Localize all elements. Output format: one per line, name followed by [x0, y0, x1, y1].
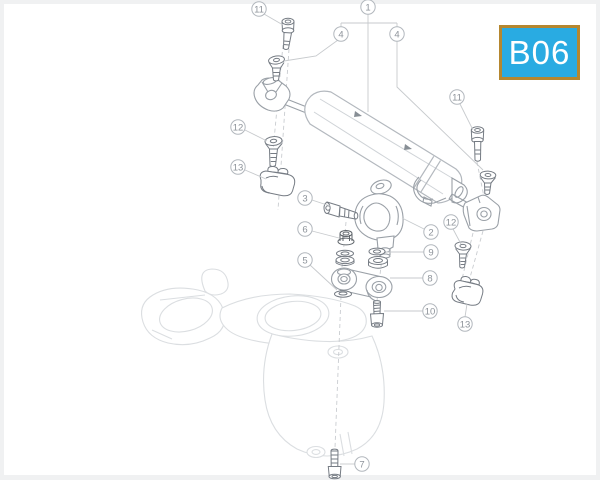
screw-12-right	[454, 241, 472, 269]
callout-4[interactable]: 4	[333, 26, 349, 42]
pinch-clamp	[354, 179, 404, 259]
svg-text:13: 13	[233, 162, 244, 173]
svg-text:12: 12	[446, 217, 457, 228]
svg-text:1: 1	[365, 2, 370, 13]
callout-12[interactable]: 12	[443, 214, 459, 230]
mount-link	[330, 267, 393, 302]
diagram-code-label: B06	[508, 33, 571, 71]
callout-11[interactable]: 11	[449, 89, 465, 105]
callout-13[interactable]: 13	[457, 316, 473, 332]
callout-3[interactable]: 3	[297, 190, 313, 206]
bushing-8	[368, 256, 388, 269]
callout-13[interactable]: 13	[230, 159, 246, 175]
triple-clamp-ghost	[141, 268, 385, 459]
svg-text:13: 13	[460, 319, 471, 330]
center-line	[334, 295, 342, 449]
center-line	[476, 161, 485, 198]
screw-4-right	[479, 170, 497, 195]
clamp-pad-13-left	[259, 165, 296, 197]
washer-under-link	[334, 290, 352, 298]
svg-text:3: 3	[302, 193, 307, 204]
diagram-code-badge: B06	[499, 25, 580, 80]
bolt-3	[323, 201, 359, 220]
svg-text:6: 6	[302, 224, 307, 235]
svg-text:12: 12	[233, 122, 244, 133]
callout-5[interactable]: 5	[297, 252, 313, 268]
leader-lines	[244, 13, 484, 465]
leader-line	[311, 199, 331, 207]
callout-12[interactable]: 12	[230, 119, 246, 135]
svg-text:4: 4	[394, 29, 399, 40]
callout-10[interactable]: 10	[422, 303, 438, 319]
leader-line	[452, 228, 462, 245]
leader-line	[464, 303, 468, 318]
svg-text:8: 8	[427, 273, 432, 284]
callout-2[interactable]: 2	[423, 224, 439, 240]
svg-text:11: 11	[254, 4, 264, 15]
band-bracket	[413, 176, 447, 207]
svg-text:9: 9	[428, 247, 433, 258]
svg-text:7: 7	[359, 459, 364, 470]
svg-text:2: 2	[428, 227, 433, 238]
callout-1[interactable]: 1	[360, 0, 376, 15]
svg-text:11: 11	[452, 92, 462, 103]
svg-text:4: 4	[338, 29, 343, 40]
washer-9	[368, 247, 386, 256]
svg-text:5: 5	[302, 255, 307, 266]
callout-6[interactable]: 6	[297, 221, 313, 237]
leader-line	[396, 41, 484, 171]
screw-4-left	[268, 55, 285, 82]
callout-11[interactable]: 11	[251, 1, 267, 17]
clamp-pad-13-right	[451, 275, 484, 306]
screw-12-left	[264, 136, 283, 167]
callout-7[interactable]: 7	[354, 456, 370, 472]
leader-line	[401, 217, 425, 230]
bolt-11-left	[281, 17, 295, 50]
svg-text:10: 10	[425, 306, 436, 317]
callout-8[interactable]: 8	[422, 270, 438, 286]
bolt-11-right	[470, 126, 485, 162]
flange-nut-6	[337, 230, 355, 246]
bolt-10	[369, 300, 385, 328]
center-line	[457, 232, 474, 297]
leader-line	[283, 39, 339, 62]
leader-line	[311, 230, 340, 239]
leader-line	[263, 13, 284, 26]
callout-4[interactable]: 4	[389, 26, 405, 42]
leader-line	[459, 103, 474, 131]
clevis-fork-end	[253, 77, 291, 112]
washer-stack	[335, 249, 355, 266]
leader-line	[244, 129, 268, 142]
leader-line	[244, 169, 267, 180]
leader-line	[309, 264, 338, 291]
callout-9[interactable]: 9	[423, 244, 439, 260]
right-mount-bracket	[462, 194, 501, 232]
